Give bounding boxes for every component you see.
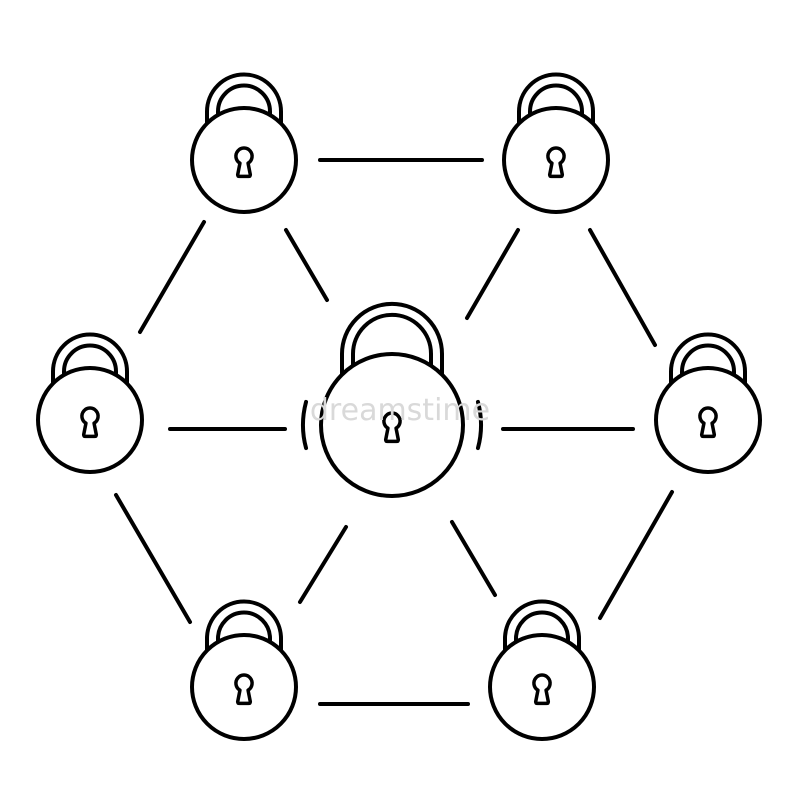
- connection-line-right-to-bottom-right: [598, 490, 674, 620]
- shackle-icon: [205, 72, 283, 125]
- connection-line-central-to-bottom-right: [450, 520, 497, 597]
- connection-line-top-right-to-right: [588, 228, 657, 347]
- connection-line-top-left-to-central: [284, 228, 329, 302]
- connection-lines: [114, 158, 674, 706]
- connection-line-left-to-bottom-left: [114, 493, 192, 624]
- shackle-icon: [669, 332, 747, 385]
- keyhole-icon: [382, 411, 402, 444]
- shackle-icon: [503, 599, 581, 652]
- watermark-text: dreamstime: [310, 393, 490, 428]
- keyhole-icon: [698, 406, 718, 439]
- left-padlock: [36, 332, 144, 474]
- padlock-body-icon: [36, 366, 144, 474]
- padlock-body-icon: [190, 106, 298, 214]
- connection-line-top-right-to-central: [465, 228, 520, 320]
- signal-arc-left-icon: [301, 399, 309, 451]
- shackle-icon: [51, 332, 129, 385]
- keyhole-icon: [546, 146, 566, 179]
- shackle-icon: [340, 301, 444, 376]
- padlock-nodes: [36, 72, 762, 741]
- keyhole-icon: [532, 673, 552, 706]
- signal-arc-right-icon: [475, 399, 483, 451]
- keyhole-icon: [234, 673, 254, 706]
- shackle-icon: [205, 599, 283, 652]
- top-left-padlock: [190, 72, 298, 214]
- central-padlock: [301, 301, 483, 498]
- padlock-body-icon: [488, 633, 596, 741]
- keyhole-icon: [80, 406, 100, 439]
- padlock-body-icon: [190, 633, 298, 741]
- right-padlock: [654, 332, 762, 474]
- shackle-icon: [517, 72, 595, 125]
- padlock-body-icon: [502, 106, 610, 214]
- connection-line-top-left-to-left: [138, 220, 206, 334]
- keyhole-icon: [234, 146, 254, 179]
- bottom-right-padlock: [488, 599, 596, 741]
- padlock-body-icon: [654, 366, 762, 474]
- top-right-padlock: [502, 72, 610, 214]
- connection-line-central-to-bottom-left: [298, 525, 348, 604]
- padlock-body-icon: [319, 352, 465, 498]
- bottom-left-padlock: [190, 599, 298, 741]
